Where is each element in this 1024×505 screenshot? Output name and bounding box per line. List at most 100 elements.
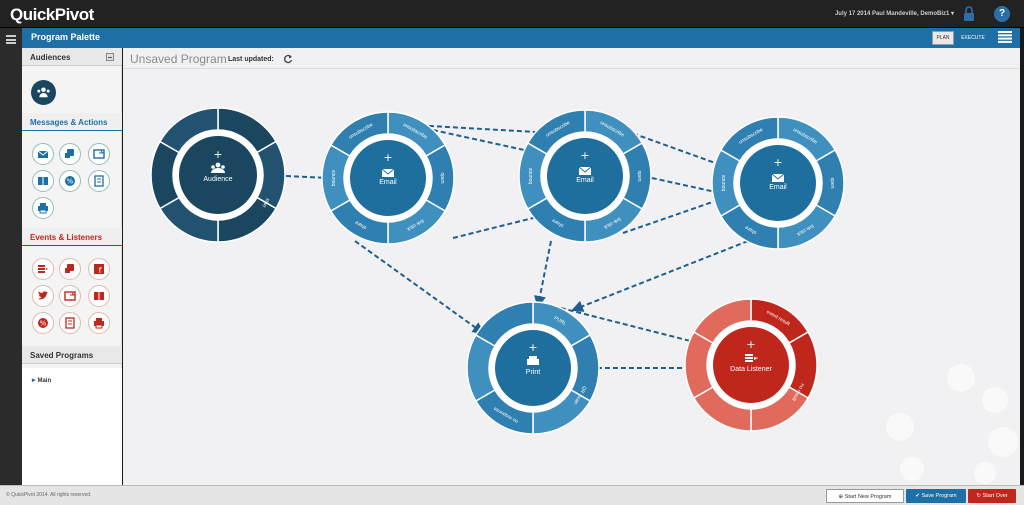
offer-event-tile[interactable]: % [32,312,54,334]
listener-label: Data Listener [730,366,772,373]
printer-icon [94,318,104,329]
web-icon [64,291,76,301]
add-icon[interactable]: + [383,151,392,164]
messages-header: Messages & Actions [22,113,122,131]
envelope-icon [381,168,395,177]
menu-icon[interactable] [6,35,16,44]
svg-text:%: % [40,320,47,328]
facebook-icon: f [94,264,104,275]
email2-core[interactable] [547,138,623,214]
add-icon[interactable]: + [213,148,222,161]
program-title[interactable]: Unsaved Program [130,52,227,66]
connection-line[interactable] [354,240,485,335]
twitter-event-tile[interactable] [32,285,54,307]
start-over-label: Start Over [982,493,1008,499]
email1-ring-label: share [354,219,368,231]
audience-core[interactable] [179,136,257,214]
program-palette: Audiences Messages & Actions % Events & … [22,48,122,485]
email-action-tile[interactable] [32,143,54,165]
print-event-tile[interactable] [88,312,110,334]
help-icon[interactable]: ? [994,6,1010,22]
sms-action-tile[interactable] [59,143,81,165]
start-new-program-button[interactable]: ⊕ Start New Program [826,489,904,503]
plan-mode-button[interactable]: PLAN [932,31,954,45]
web-icon [93,149,105,159]
web-event-tile[interactable] [59,285,81,307]
percent-icon: % [38,318,48,328]
saved-programs-panel [22,368,122,485]
print-ring-label: PURL [553,315,568,327]
connection-line[interactable] [571,240,749,312]
landing-event-tile[interactable] [88,285,110,307]
palette-title: Program Palette [31,32,101,42]
sms-event-tile[interactable] [59,258,81,280]
facebook-event-tile[interactable]: f [88,258,110,280]
add-icon[interactable]: + [580,149,589,162]
chat-icon [65,149,74,158]
save-program-button[interactable]: ✔ Save Program [906,489,966,503]
app-logo: QuickPivot [10,5,94,24]
print-label: Print [526,369,540,376]
email3-label: Email [769,184,787,191]
refresh-icon[interactable] [283,54,293,64]
start-over-button[interactable]: ↻ Start Over [968,489,1016,503]
audience-ring-label: start [260,197,270,209]
print-action-tile[interactable] [32,197,54,219]
email2-ring-label: share [551,217,565,229]
add-icon[interactable]: + [528,341,537,354]
connection-line[interactable] [617,127,745,176]
audiences-header: Audiences [22,48,122,66]
user-menu[interactable]: July 17 2014 Paul Mandeville, DemoBiz1 ▾ [834,11,954,17]
listener-core[interactable] [713,327,789,403]
saved-program-item[interactable]: Main [32,376,51,384]
print-core[interactable] [495,330,571,406]
events-header: Events & Listeners [22,228,122,246]
form-action-tile[interactable] [88,170,110,192]
save-program-label: Save Program [921,493,957,499]
list-view-icon[interactable] [998,31,1012,43]
connection-line[interactable] [452,209,555,239]
twitter-icon [38,291,48,300]
connection-line[interactable] [432,129,745,202]
web-action-tile[interactable] [88,143,110,165]
connection-line[interactable] [552,305,720,352]
email3-core[interactable] [740,145,816,221]
svg-text:%: % [67,178,74,186]
top-bar: QuickPivot July 17 2014 Paul Mandeville,… [0,0,1024,28]
audience-tile[interactable] [31,80,56,105]
email3-ring-label: bounce [721,175,727,192]
add-icon[interactable]: + [773,156,782,169]
landing-action-tile[interactable] [32,170,54,192]
offer-action-tile[interactable]: % [59,170,81,192]
lock-icon[interactable] [962,6,976,22]
percent-icon: % [65,176,75,186]
email1-ring-label: open [439,172,445,183]
footer-bar: © QuickPivot 2014. All rights reserved. … [0,485,1024,505]
connection-line[interactable] [412,124,555,139]
form-event-tile[interactable] [59,312,81,334]
collapse-icon[interactable] [106,53,114,61]
connection-line[interactable] [534,240,552,308]
add-icon[interactable]: + [746,338,755,351]
copyright-text: © QuickPivot 2014. All rights reserved. [6,492,92,498]
email1-label: Email [379,179,397,186]
execute-mode-button[interactable]: EXECUTE [956,31,990,45]
email2-ring-label: open [636,170,642,181]
data-event-tile[interactable] [32,258,54,280]
data-list-icon [38,265,48,273]
last-updated-label: Last updated: [228,56,274,63]
palette-toolbar: Program Palette PLAN EXECUTE [22,28,1020,48]
printer-icon [38,203,48,214]
email1-core[interactable] [350,140,426,216]
audiences-header-label: Audiences [30,53,71,62]
start-new-program-label: Start New Program [844,494,892,500]
